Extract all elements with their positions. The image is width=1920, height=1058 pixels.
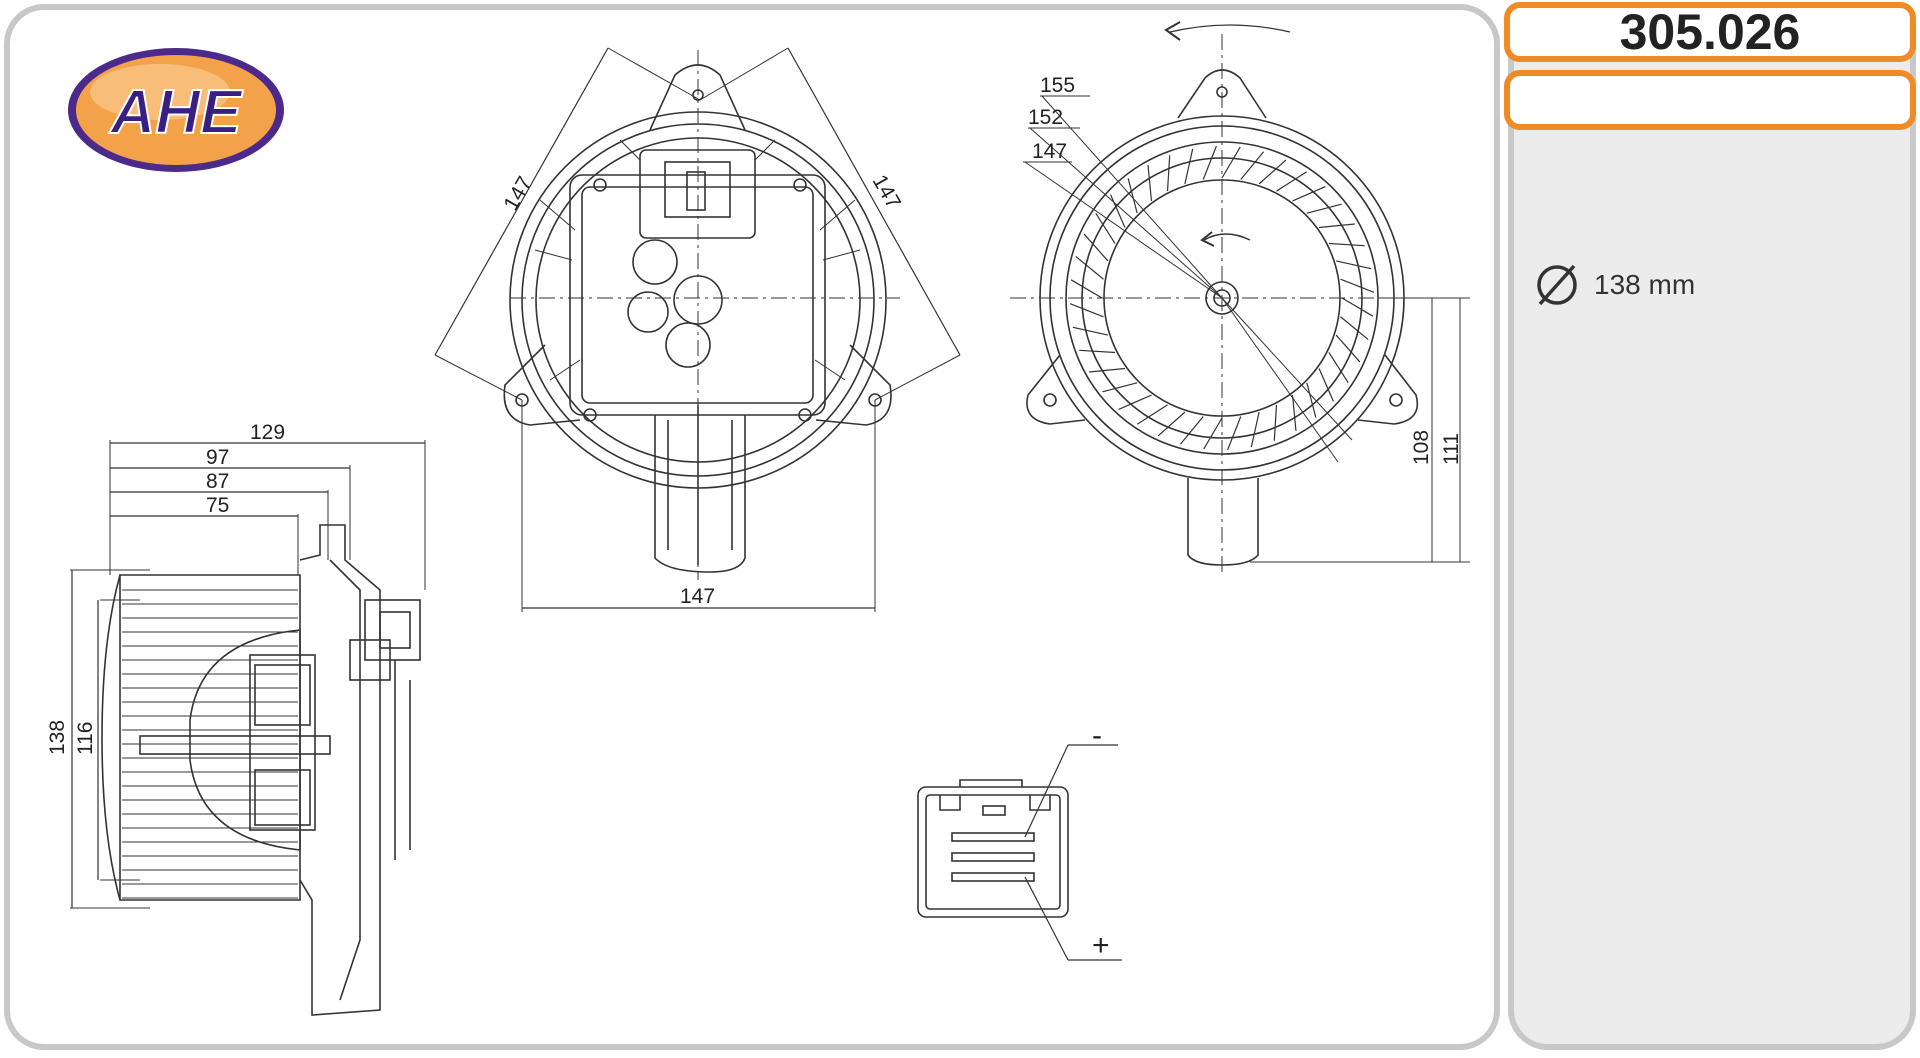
diameter-spec: 138 mm: [1534, 262, 1695, 308]
diameter-icon: [1537, 264, 1577, 306]
dim-97: 97: [206, 446, 229, 469]
dim-87: 87: [206, 470, 229, 493]
dim-108: 108: [1410, 430, 1433, 465]
dim-111: 111: [1440, 433, 1463, 465]
logo-text: AHE: [109, 78, 244, 147]
front-view: [434, 47, 961, 612]
part-code: 305.026: [1504, 2, 1916, 62]
dim-75: 75: [206, 494, 229, 517]
dim-116: 116: [74, 722, 97, 755]
dim-155: 155: [1040, 74, 1075, 97]
side-view: [70, 440, 426, 1016]
dim-152: 152: [1028, 106, 1063, 129]
dim-front-diag-right: 147: [868, 171, 905, 213]
dim-147: 147: [1032, 140, 1067, 163]
connector-minus: -: [1092, 719, 1102, 752]
dim-front-width: 147: [680, 585, 715, 608]
technical-drawing: AHE: [46, 21, 1470, 1016]
ahe-logo: AHE: [68, 48, 284, 172]
part-subtitle-box: [1504, 70, 1916, 130]
dim-129: 129: [250, 421, 285, 444]
connector-plus: +: [1092, 929, 1110, 962]
diameter-value: 138 mm: [1594, 269, 1696, 300]
rear-view: [1010, 21, 1470, 572]
dim-138: 138: [46, 720, 69, 755]
info-panel: [1508, 4, 1916, 1050]
connector-diagram: [917, 744, 1122, 961]
drawing-panel: [4, 4, 1500, 1050]
dim-front-diag-left: 147: [499, 173, 536, 215]
